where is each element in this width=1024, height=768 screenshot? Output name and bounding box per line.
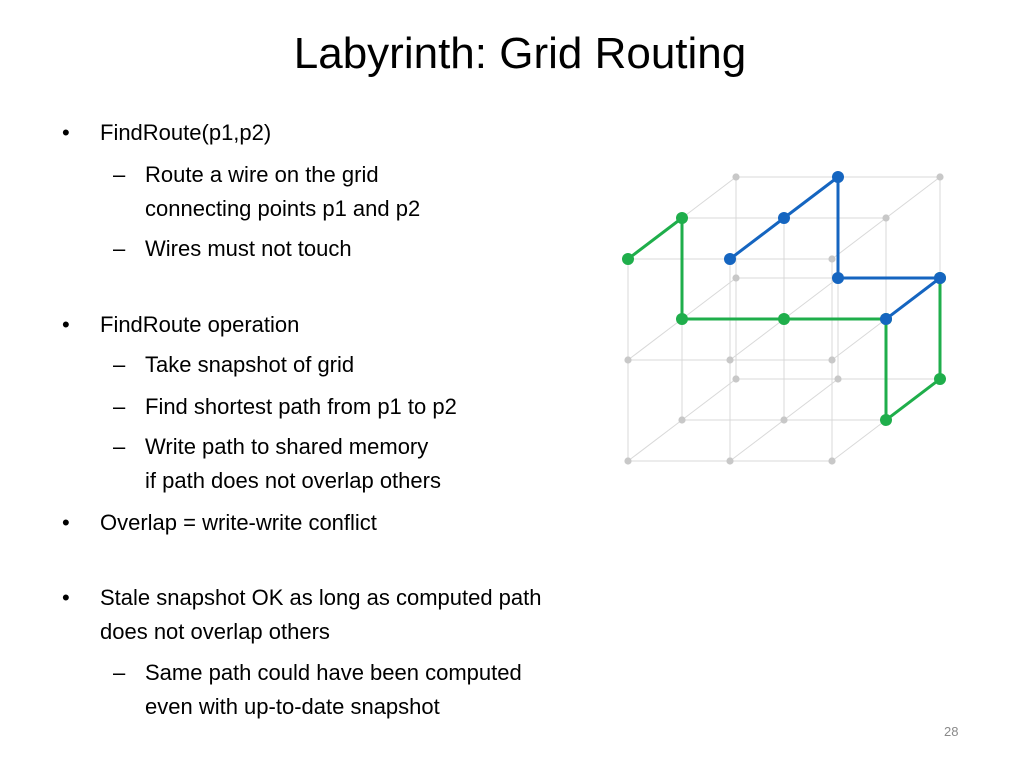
grid-edge: [729, 419, 785, 462]
dash-marker: –: [113, 394, 126, 419]
grid-edge: [831, 318, 887, 361]
grid-edge: [885, 176, 941, 219]
sub-bullet-line: Wires must not touch: [145, 236, 352, 261]
grid-node: [732, 274, 740, 282]
grid-node: [678, 416, 686, 424]
grid-edge: [831, 419, 887, 462]
grid-node: [828, 457, 836, 465]
sub-bullet-line: even with up-to-date snapshot: [145, 694, 440, 719]
blue-wire-node: [724, 253, 736, 265]
grid-node: [624, 356, 632, 364]
blue-wire-node: [778, 212, 790, 224]
sub-bullet-line: Find shortest path from p1 to p2: [145, 394, 457, 419]
bullet-line: Overlap = write-write conflict: [100, 510, 377, 535]
green-wire-node: [676, 313, 688, 325]
page-number: 28: [944, 724, 959, 739]
green-wire-node: [778, 313, 790, 325]
bullet-marker: •: [62, 510, 70, 535]
blue-wire-segment: [884, 276, 942, 321]
grid-edge: [681, 176, 737, 219]
dash-marker: –: [113, 352, 126, 377]
green-wire-node: [934, 373, 946, 385]
grid-edge: [729, 318, 785, 361]
sub-bullet-line: Take snapshot of grid: [145, 352, 355, 377]
dash-marker: –: [113, 434, 126, 459]
sub-bullet-line: Route a wire on the grid: [145, 162, 379, 187]
grid-node: [732, 375, 740, 383]
grid-node: [828, 255, 836, 263]
grid-node: [936, 173, 944, 181]
blue-wire-node: [934, 272, 946, 284]
bullet-marker: •: [62, 585, 70, 610]
blue-wire-node: [832, 272, 844, 284]
sub-bullet-line: connecting points p1 and p2: [145, 196, 421, 221]
grid-node: [828, 356, 836, 364]
green-wire-node: [880, 414, 892, 426]
grid-edge: [783, 378, 839, 421]
bullet-line: Stale snapshot OK as long as computed pa…: [100, 585, 542, 610]
grid-node: [624, 457, 632, 465]
green-wire-segment: [884, 377, 942, 422]
grid-edge: [627, 419, 683, 462]
grid-node: [882, 214, 890, 222]
blue-wire-segment: [728, 216, 786, 261]
grid-edge: [783, 277, 839, 320]
blue-wire-segment: [782, 175, 840, 220]
grid-node: [780, 416, 788, 424]
grid-routing-figure: [622, 171, 946, 465]
bullet-line: FindRoute(p1,p2): [100, 120, 272, 145]
blue-wire: [724, 171, 946, 325]
sub-bullet-line: Write path to shared memory: [145, 434, 429, 459]
green-wire: [622, 212, 946, 426]
blue-wire-node: [832, 171, 844, 183]
blue-wire-node: [880, 313, 892, 325]
bullet-marker: •: [62, 312, 70, 337]
slide-title: Labyrinth: Grid Routing: [293, 29, 747, 78]
grid-node: [834, 375, 842, 383]
green-wire-segment: [626, 216, 684, 261]
dash-marker: –: [113, 162, 126, 187]
grid-node: [726, 457, 734, 465]
grid-edge: [681, 277, 737, 320]
green-wire-node: [622, 253, 634, 265]
grid-node: [726, 356, 734, 364]
grid-edge: [627, 318, 683, 361]
dash-marker: –: [113, 660, 126, 685]
bullet-marker: •: [62, 120, 70, 145]
sub-bullet-line: if path does not overlap others: [145, 468, 441, 493]
grid-edge: [831, 217, 887, 260]
bullet-line: FindRoute operation: [100, 312, 300, 337]
grid-node: [732, 173, 740, 181]
green-wire-node: [676, 212, 688, 224]
dash-marker: –: [113, 236, 126, 261]
grid-edge: [681, 378, 737, 421]
sub-bullet-line: Same path could have been computed: [145, 660, 522, 685]
bullet-list: • FindRoute(p1,p2) – Route a wire on the…: [62, 120, 542, 719]
bullet-line: does not overlap others: [100, 619, 330, 644]
